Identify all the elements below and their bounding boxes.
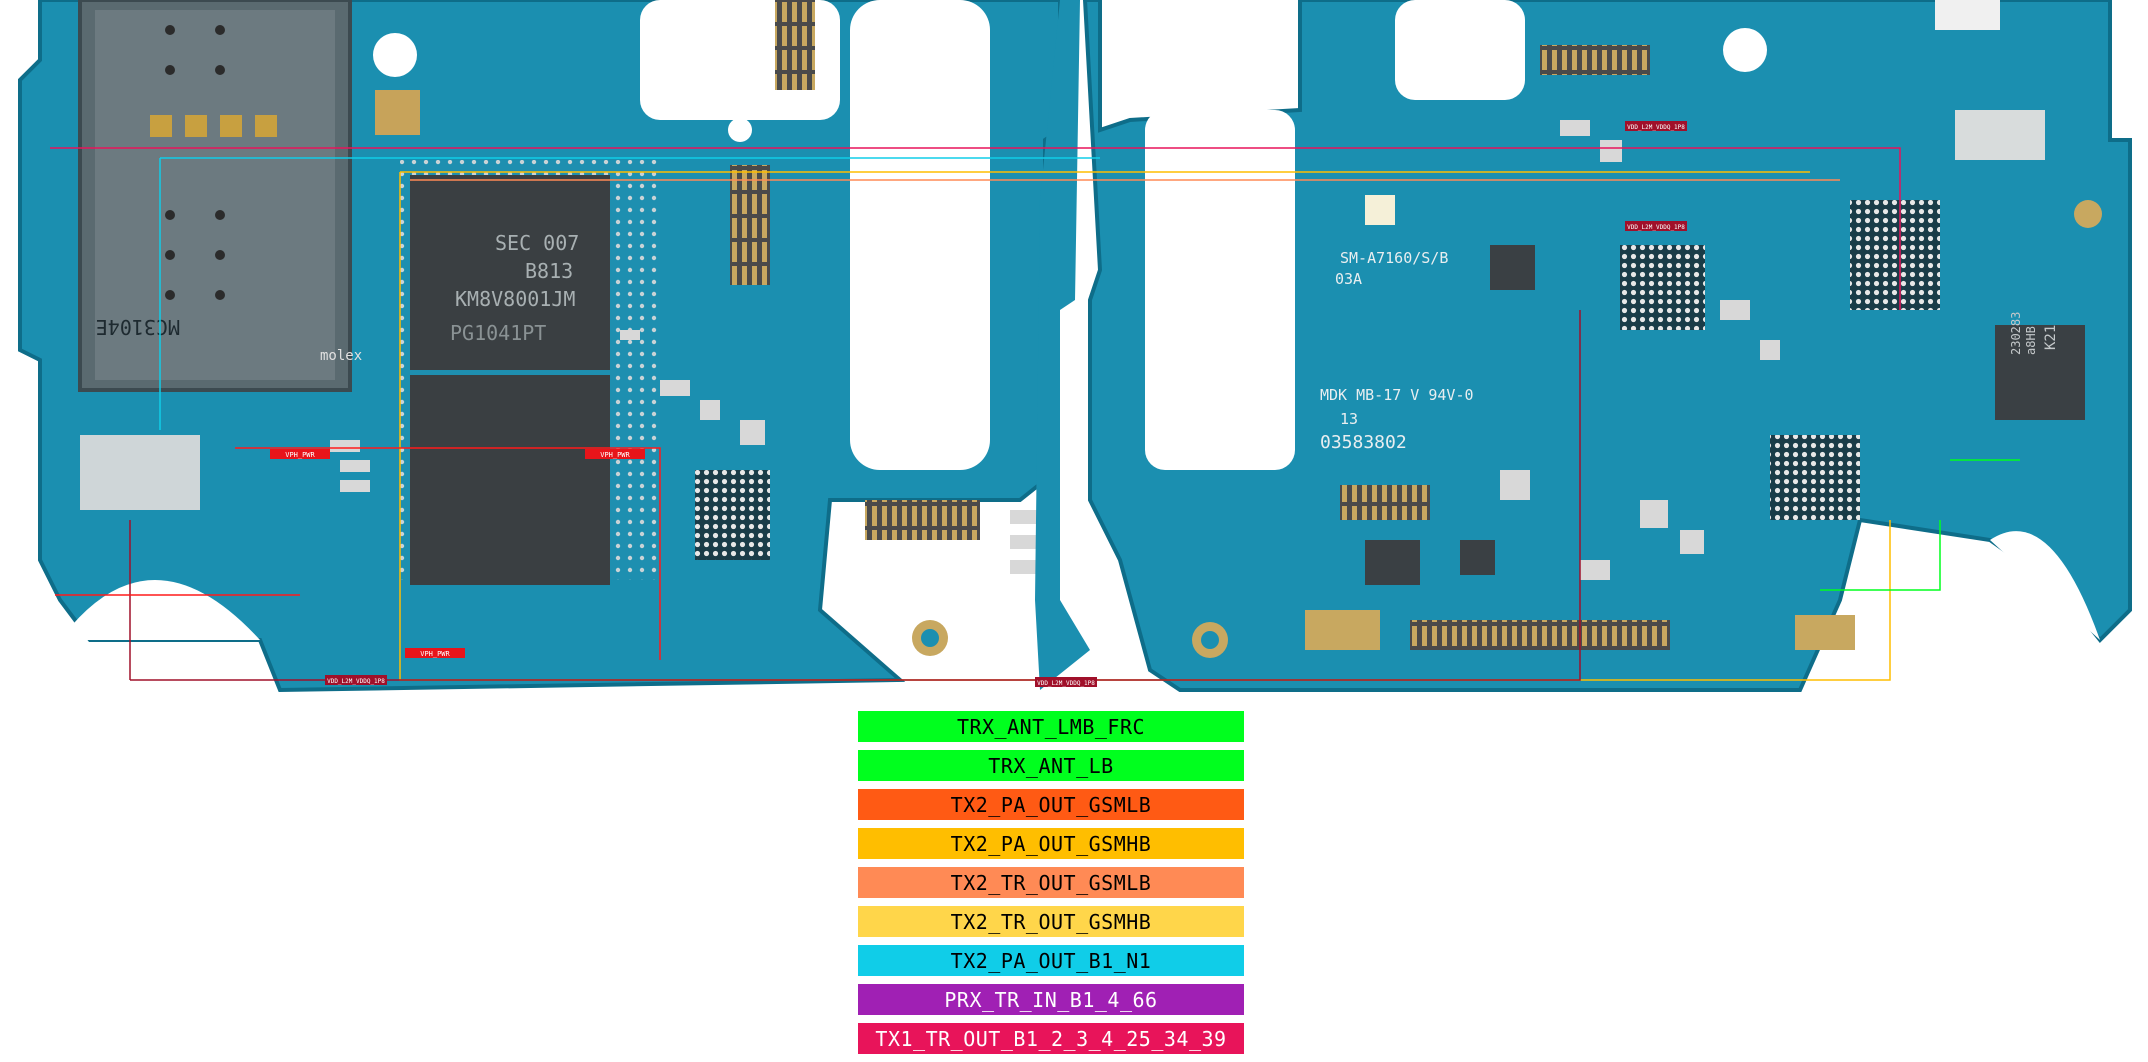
legend-item-trx-ant-lb: TRX_ANT_LB (858, 750, 1244, 781)
bga-chip-right-bottom (1770, 435, 1860, 520)
tag-vdd-l2m-3: VDD_L2M_VDDQ_1P8 (1627, 124, 1685, 131)
board-rev: 03A (1335, 270, 1362, 288)
chip-k21-1: K21 (2043, 325, 2059, 350)
bga-chip-left (695, 470, 770, 560)
chip-line3: KM8V8001JM (455, 287, 575, 311)
board-serial: 03583802 (1320, 432, 1407, 453)
sim-brand: molex (320, 348, 362, 364)
legend-item-tx2-pa-out-b1-n1: TX2_PA_OUT_B1_N1 (858, 945, 1244, 976)
pcb-board-diagram: MC3104E molex SEC 007 B813 KM8V8001JM PG… (18, 0, 2132, 693)
board-mfg-code: 13 (1340, 410, 1358, 428)
chip-line4: PG1041PT (450, 321, 546, 345)
legend-item-tx2-pa-out-gsmlb: TX2_PA_OUT_GSMLB (858, 789, 1244, 820)
legend-item-tx2-pa-out-gsmhb: TX2_PA_OUT_GSMHB (858, 828, 1244, 859)
chip-line1: SEC 007 (495, 231, 579, 255)
legend-item-trx-ant-lmb-frc: TRX_ANT_LMB_FRC (858, 711, 1244, 742)
tag-vph-pwr-3: VPH_PWR (420, 650, 450, 658)
board-model: SM-A7160/S/B (1340, 249, 1448, 267)
tag-vdd-l2m-4: VDD_L2M_VDDQ_1P8 (1627, 224, 1685, 231)
tag-vdd-l2m-1: VDD_L2M_VDDQ_1P8 (327, 678, 385, 685)
memory-chip (410, 175, 610, 370)
legend-item-tx2-tr-out-gsmlb: TX2_TR_OUT_GSMLB (858, 867, 1244, 898)
traces (50, 147, 2020, 681)
chip-line2: B813 (525, 259, 573, 283)
rf-chip-k21 (1995, 325, 2085, 420)
board-mfg: MDK MB-17 V 94V-0 (1320, 386, 1474, 404)
bga-chip-right-top (1850, 200, 1940, 310)
signal-legend: TRX_ANT_LMB_FRC TRX_ANT_LB TX2_PA_OUT_GS… (858, 711, 1244, 1062)
tag-vph-pwr-1: VPH_PWR (285, 451, 315, 459)
chip-k21-3: 230283 (2009, 312, 2023, 355)
right-board: SM-A7160/S/B 03A MDK MB-17 V 94V-0 13 03… (1082, 0, 2132, 692)
legend-item-tx2-tr-out-gsmhb: TX2_TR_OUT_GSMHB (858, 906, 1244, 937)
net-tags: VPH_PWR VPH_PWR VPH_PWR VDD_L2M_VDDQ_1P8… (270, 121, 1687, 687)
legend-item-tx1-tr-out-b1: TX1_TR_OUT_B1_2_3_4_25_34_39 (858, 1023, 1244, 1054)
tag-vdd-l2m-2: VDD_L2M_VDDQ_1P8 (1037, 680, 1095, 687)
tag-vph-pwr-2: VPH_PWR (600, 451, 630, 459)
chip-k21-2: a8HB (2024, 326, 2038, 355)
bga-chip-soc (1620, 245, 1705, 330)
left-board: MC3104E molex SEC 007 B813 KM8V8001JM PG… (18, 0, 1062, 693)
sim-label: MC3104E (96, 315, 180, 339)
legend-item-prx-tr-in-b1-4-66: PRX_TR_IN_B1_4_66 (858, 984, 1244, 1015)
